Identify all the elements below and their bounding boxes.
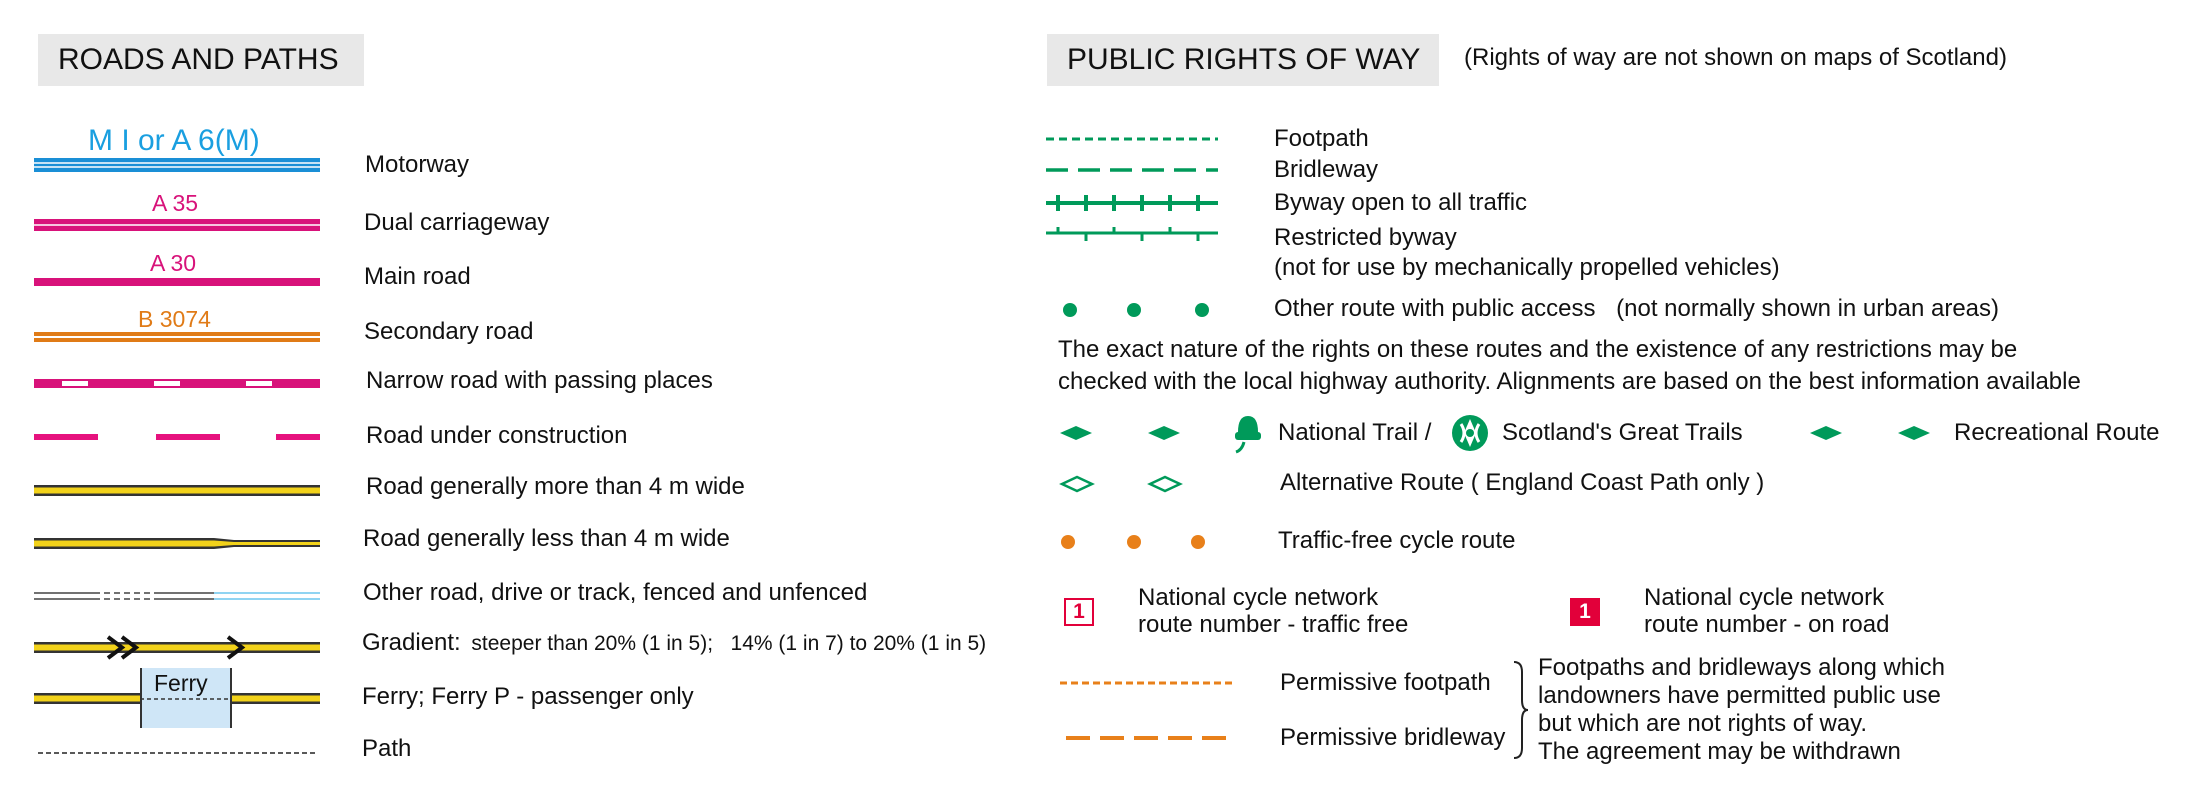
other-route-note: (not normally shown in urban areas) — [1616, 295, 2000, 322]
national-trail-diamonds — [1060, 426, 1180, 440]
thistle-icon — [1452, 415, 1488, 451]
ncn-traffic-free-line-1: National cycle network — [1138, 584, 1379, 611]
legend-label-byway: Byway open to all traffic — [1274, 189, 1528, 216]
legend-label-dual-carriageway: Dual carriageway — [364, 209, 550, 236]
ncn-on-road-line-2: route number - on road — [1644, 611, 1890, 638]
recreational-route-diamonds — [1810, 426, 1930, 440]
permissive-note-line-2: landowners have permitted public use — [1538, 682, 1941, 709]
legend-label-recreational-route: Recreational Route — [1954, 419, 2160, 446]
legend-label-motorway: Motorway — [365, 151, 470, 178]
ferry-crossing-box — [140, 668, 232, 728]
ncn-traffic-free-number: 1 — [1073, 600, 1085, 623]
gradient-detail: steeper than 20% (1 in 5); 14% (1 in 7) … — [471, 632, 987, 655]
legend-label-other-route: Other route with public access (not norm… — [1274, 294, 1999, 324]
legend-label-restricted-byway: Restricted byway — [1274, 224, 1457, 251]
byway-symbol — [1046, 195, 1218, 211]
legend-label-cycle-route: Traffic-free cycle route — [1278, 527, 1516, 554]
roads-header: ROADS AND PATHS — [38, 34, 364, 86]
rights-explanation-line-2: checked with the local highway authority… — [1058, 368, 2081, 395]
road-over-4m-symbol — [34, 485, 320, 496]
other-route-symbol — [1063, 303, 1209, 317]
legend-label-path: Path — [362, 735, 412, 762]
path-symbol — [38, 752, 318, 754]
prow-scotland-note: (Rights of way are not shown on maps of … — [1464, 44, 2007, 71]
permissive-note-line-3: but which are not rights of way. — [1538, 710, 1868, 737]
ncn-on-road-line-1: National cycle network — [1644, 584, 1885, 611]
other-road-symbol — [34, 592, 320, 600]
legend-label-bridleway: Bridleway — [1274, 156, 1379, 183]
alternative-route-symbol — [1059, 475, 1183, 493]
legend-label-scotland-trails: Scotland's Great Trails — [1502, 419, 1743, 446]
legend-label-road-under-construction: Road under construction — [366, 422, 628, 449]
restricted-byway-symbol — [1046, 227, 1218, 241]
ncn-on-road-badge: 1 — [1570, 598, 1600, 626]
acorn-icon — [1235, 416, 1261, 454]
legend-label-permissive-footpath: Permissive footpath — [1280, 669, 1491, 696]
legend-label-gradient: Gradient: steeper than 20% (1 in 5); 14%… — [362, 628, 986, 659]
rights-explanation-line-1: The exact nature of the rights on these … — [1058, 336, 2018, 363]
gradient-symbol — [34, 635, 320, 660]
permissive-bridleway-symbol — [1066, 736, 1232, 740]
dual-road-number: A 35 — [152, 190, 199, 216]
permissive-footpath-symbol — [1060, 681, 1232, 685]
legend-label-permissive-bridleway: Permissive bridleway — [1280, 724, 1506, 751]
permissive-note-line-4: The agreement may be withdrawn — [1538, 738, 1901, 765]
ferry-dashed-line — [140, 698, 230, 700]
legend-label-road-under-4m: Road generally less than 4 m wide — [363, 525, 730, 552]
permissive-note-line-1: Footpaths and bridleways along which — [1538, 654, 1945, 681]
main-road-number: A 30 — [150, 250, 197, 276]
prow-header: PUBLIC RIGHTS OF WAY — [1047, 34, 1439, 86]
ncn-traffic-free-line-2: route number - traffic free — [1138, 611, 1409, 638]
secondary-road-number: B 3074 — [138, 306, 211, 332]
permissive-brace — [1513, 661, 1529, 759]
legend-label-ferry: Ferry; Ferry P - passenger only — [362, 683, 694, 710]
motorway-symbol — [34, 158, 320, 172]
narrow-road-symbol — [34, 379, 320, 388]
ferry-map-label: Ferry — [154, 670, 208, 696]
motorway-road-number: M I or A 6(M) — [88, 124, 260, 157]
footpath-symbol — [1046, 137, 1218, 141]
other-route-label: Other route with public access — [1274, 295, 1596, 322]
restricted-byway-note: (not for use by mechanically propelled v… — [1274, 254, 1780, 281]
road-under-4m-symbol — [34, 538, 320, 549]
bridleway-symbol — [1046, 168, 1218, 172]
road-under-construction-symbol — [34, 434, 320, 440]
ncn-traffic-free-badge: 1 — [1064, 598, 1094, 626]
main-road-symbol — [34, 278, 320, 286]
legend-label-road-over-4m: Road generally more than 4 m wide — [366, 473, 745, 500]
ncn-on-road-number: 1 — [1579, 600, 1591, 623]
cycle-route-symbol — [1061, 535, 1205, 549]
secondary-road-symbol — [34, 332, 320, 342]
legend-label-footpath: Footpath — [1274, 125, 1369, 152]
legend-label-other-road: Other road, drive or track, fenced and u… — [363, 579, 868, 606]
legend-label-main-road: Main road — [364, 263, 471, 290]
dual-carriageway-symbol — [34, 219, 320, 231]
legend-label-alternative-route: Alternative Route ( England Coast Path o… — [1280, 469, 1765, 496]
legend-label-narrow-road: Narrow road with passing places — [366, 367, 713, 394]
legend-label-national-trail: National Trail / — [1278, 419, 1432, 446]
legend-label-secondary-road: Secondary road — [364, 318, 534, 345]
gradient-label: Gradient: — [362, 629, 461, 656]
